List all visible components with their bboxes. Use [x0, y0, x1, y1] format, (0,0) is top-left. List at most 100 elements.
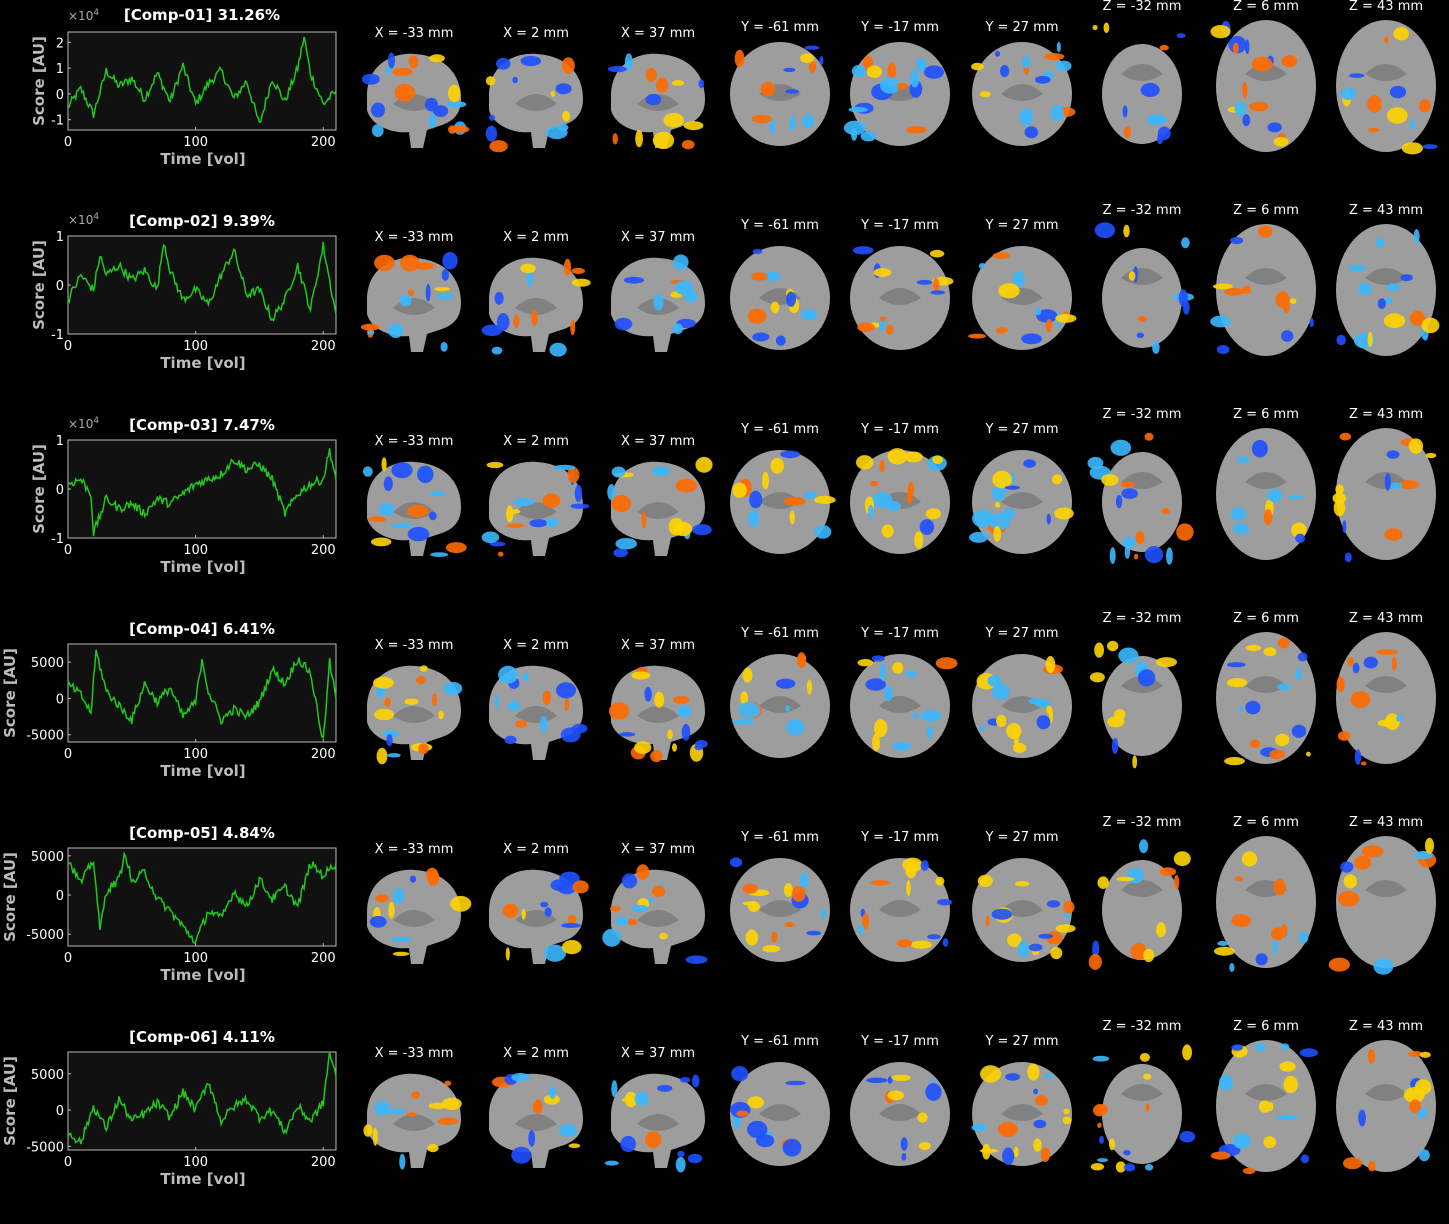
negative-activation	[491, 346, 503, 355]
negative-activation	[559, 871, 580, 886]
positive-activation	[515, 720, 528, 728]
negative-activation	[1152, 340, 1160, 354]
negative-activation	[685, 955, 708, 964]
negative-activation	[614, 317, 633, 331]
slice-coordinate-label: Z = 6 mm	[1233, 407, 1299, 422]
negative-activation	[887, 501, 901, 512]
positive-activation	[1368, 1160, 1376, 1172]
positive-activation	[645, 68, 657, 82]
negative-activation	[782, 1138, 802, 1157]
negative-activation	[507, 701, 520, 712]
positive-activation	[1173, 875, 1180, 890]
x-axis-label: Time [vol]	[160, 150, 245, 168]
positive-activation	[388, 902, 395, 919]
negative-activation	[511, 1072, 530, 1082]
brain-ventricles	[637, 706, 679, 723]
negative-activation	[871, 655, 885, 662]
negative-activation	[912, 712, 918, 719]
negative-activation	[489, 114, 496, 121]
slice-coordinate-label: Y = 27 mm	[985, 1034, 1059, 1049]
negative-activation	[1236, 456, 1251, 463]
negative-activation	[1166, 547, 1173, 565]
positive-activation	[571, 267, 585, 274]
negative-activation	[747, 1120, 768, 1139]
y-tick-label: -1	[51, 532, 64, 547]
sagittal-slice	[489, 665, 588, 760]
x-tick-label: 200	[311, 951, 336, 966]
slice-coordinate-label: X = -33 mm	[374, 434, 454, 449]
brain-ventricles	[515, 1114, 557, 1131]
negative-activation	[806, 930, 822, 936]
negative-activation	[987, 675, 1002, 687]
positive-activation	[1232, 42, 1239, 54]
positive-activation	[1050, 946, 1063, 960]
positive-activation	[979, 1148, 999, 1153]
positive-activation	[562, 57, 575, 74]
slice-coordinate-label: Z = 43 mm	[1348, 611, 1424, 626]
positive-activation	[908, 481, 914, 498]
negative-activation	[1144, 1164, 1154, 1171]
positive-activation	[1130, 943, 1147, 961]
positive-activation	[372, 1127, 378, 1146]
positive-activation	[428, 1102, 447, 1110]
positive-activation	[1103, 22, 1110, 34]
positive-activation	[1046, 705, 1051, 714]
positive-activation	[771, 931, 778, 943]
slice-coordinate-label: X = 37 mm	[620, 26, 696, 41]
negative-activation	[1046, 900, 1061, 908]
slice-coordinate-label: Y = -61 mm	[741, 626, 819, 641]
negative-activation	[880, 77, 900, 94]
negative-activation	[1002, 1147, 1015, 1166]
negative-activation	[1358, 282, 1372, 296]
negative-activation	[732, 719, 754, 725]
negative-activation	[979, 725, 987, 731]
negative-activation	[1422, 144, 1438, 150]
negative-activation	[557, 124, 569, 131]
brain-anatomy	[1216, 224, 1316, 356]
negative-activation	[1299, 931, 1309, 944]
positive-activation	[550, 90, 555, 97]
positive-activation	[918, 1142, 931, 1150]
brain-ventricles	[515, 706, 557, 723]
negative-activation	[919, 519, 935, 535]
negative-activation	[1122, 536, 1136, 549]
negative-activation	[1276, 1114, 1299, 1121]
negative-activation	[1242, 114, 1251, 127]
slice-coordinate-label: Z = -32 mm	[1102, 407, 1182, 422]
positive-activation	[1135, 531, 1145, 545]
negative-activation	[857, 925, 865, 934]
axial-slice	[1336, 224, 1440, 356]
negative-activation	[692, 1074, 700, 1088]
x-tick-label: 200	[311, 135, 336, 150]
positive-activation	[1040, 1147, 1051, 1162]
negative-activation	[371, 124, 384, 137]
slice-coordinate-label: X = 2 mm	[503, 638, 569, 653]
brain-anatomy	[1336, 1040, 1436, 1172]
positive-activation	[905, 863, 917, 879]
slice-coordinate-label: X = 37 mm	[620, 1046, 696, 1061]
x-tick-label: 100	[183, 951, 208, 966]
positive-activation	[1241, 851, 1258, 867]
brain-ventricles	[1365, 1084, 1407, 1101]
negative-activation	[553, 464, 576, 471]
axial-slice	[1088, 839, 1191, 970]
positive-activation	[995, 501, 1001, 508]
positive-activation	[1275, 733, 1290, 747]
negative-activation	[428, 112, 437, 129]
negative-activation	[892, 741, 912, 751]
negative-activation	[1354, 749, 1362, 765]
negative-activation	[1299, 1048, 1318, 1058]
positive-activation	[1063, 1108, 1070, 1115]
negative-activation	[786, 291, 796, 307]
negative-activation	[440, 342, 448, 352]
positive-activation	[489, 140, 508, 153]
x-tick-label: 200	[311, 1155, 336, 1170]
negative-activation	[489, 541, 506, 547]
y-exponent-label: ×104	[68, 212, 99, 227]
brain-ventricles	[1245, 268, 1287, 285]
slice-coordinate-label: X = -33 mm	[374, 1046, 454, 1061]
negative-activation	[1348, 264, 1367, 272]
y-tick-label: 0	[56, 692, 64, 707]
